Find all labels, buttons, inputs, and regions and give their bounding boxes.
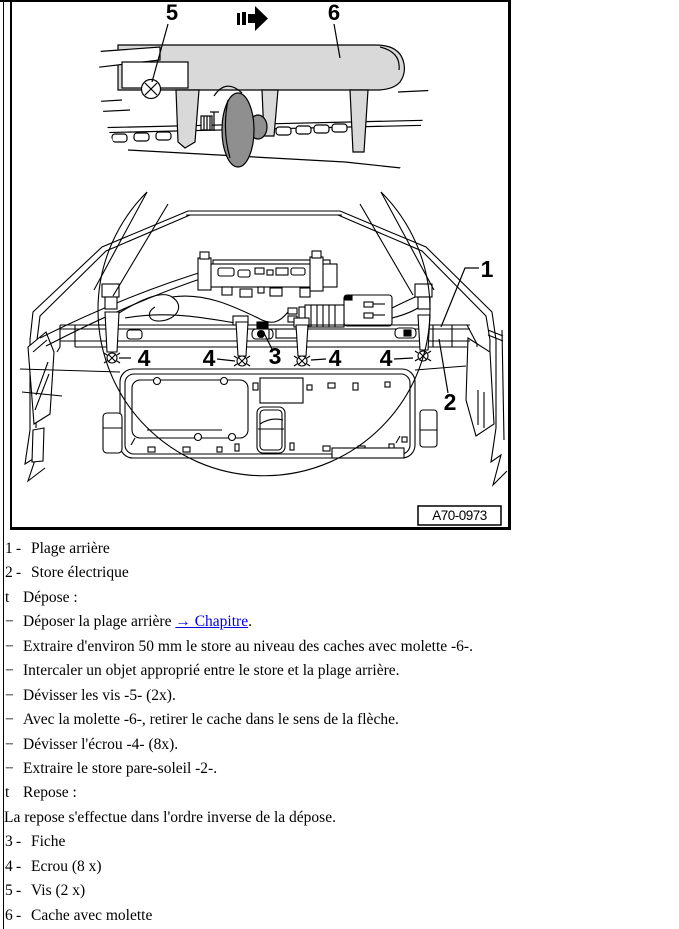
line-text: Avec la molette -6-, retirer le cache da… bbox=[23, 711, 399, 729]
line-dash: - bbox=[16, 564, 22, 582]
detail-circle bbox=[97, 191, 431, 477]
callout-5: 5 bbox=[166, 0, 178, 25]
callout-6: 6 bbox=[328, 0, 340, 25]
line-text: Intercaler un objet approprié entre le s… bbox=[23, 662, 400, 680]
text-line-plain: La repose s'effectue dans l'ordre invers… bbox=[0, 806, 679, 830]
text-line-legend: 4-Ecrou (8 x) bbox=[0, 855, 679, 879]
text-line-legend: 6-Cache avec molette bbox=[0, 904, 679, 928]
line-text: Extraire d'environ 50 mm le store au niv… bbox=[23, 637, 473, 655]
line-marker: t bbox=[5, 588, 10, 606]
line-dash: - bbox=[16, 540, 22, 557]
line-text: Plage arrière bbox=[31, 540, 110, 557]
line-marker: 2 bbox=[5, 564, 13, 582]
text-line-legend: 5-Vis (2 x) bbox=[0, 879, 679, 903]
line-dash: - bbox=[16, 833, 22, 851]
callout-4: 4 bbox=[203, 345, 216, 371]
line-marker: − bbox=[5, 613, 14, 631]
line-text: Ecrou (8 x) bbox=[31, 857, 102, 875]
text-line-step: −Dévisser les vis -5- (2x). bbox=[0, 684, 679, 708]
line-text: Repose : bbox=[23, 784, 77, 802]
line-text: Fiche bbox=[31, 833, 66, 851]
line-marker: − bbox=[5, 735, 14, 753]
callout-4: 4 bbox=[138, 345, 151, 371]
line-text: La repose s'effectue dans l'ordre invers… bbox=[4, 808, 336, 826]
callout-1: 1 bbox=[481, 256, 494, 282]
text-line-step: −Intercaler un objet approprié entre le … bbox=[0, 659, 679, 683]
line-text-pre: Déposer la plage arrière bbox=[23, 613, 176, 631]
line-marker: − bbox=[5, 686, 14, 704]
line-text: Store électrique bbox=[31, 564, 129, 582]
stud-brackets bbox=[101, 283, 433, 357]
figure-code-box: A70-0973 bbox=[417, 505, 502, 526]
page-border-line bbox=[3, 0, 4, 929]
detail-balloon bbox=[93, 191, 435, 477]
direction-arrow-icon bbox=[237, 6, 268, 31]
line-marker: − bbox=[5, 662, 14, 680]
line-text: Dépose : bbox=[23, 588, 78, 606]
figure-code: A70-0973 bbox=[432, 508, 487, 523]
line-text: Cache avec molette bbox=[31, 906, 153, 924]
text-line-step: −Extraire le store pare-soleil -2-. bbox=[0, 757, 679, 781]
nut-icon bbox=[233, 355, 251, 367]
line-text-post: . bbox=[248, 613, 252, 631]
line-text: Dévisser l'écrou -4- (8x). bbox=[23, 735, 179, 753]
text-line-sec: t Repose : bbox=[0, 781, 679, 805]
line-marker: 5 bbox=[5, 882, 13, 900]
blind-cassette bbox=[197, 250, 338, 298]
line-marker: 3 bbox=[5, 833, 13, 851]
text-line-legend: 3-Fiche bbox=[0, 830, 679, 854]
line-marker: − bbox=[5, 711, 14, 729]
plug-icon bbox=[256, 321, 269, 330]
line-dash: - bbox=[16, 857, 22, 875]
text-line-step: −Déposer la plage arrière → Chapitre. bbox=[0, 610, 679, 634]
line-marker: − bbox=[5, 637, 14, 655]
nut-icon bbox=[293, 355, 311, 367]
line-dash: - bbox=[16, 882, 22, 900]
text-line-legend: 1-Plage arrière bbox=[0, 537, 679, 561]
line-dash: - bbox=[16, 906, 22, 924]
chapter-link[interactable]: → Chapitre bbox=[175, 613, 249, 631]
text-line-sec: t Dépose : bbox=[0, 586, 679, 610]
text-line-step: −Avec la molette -6-, retirer le cache d… bbox=[0, 708, 679, 732]
line-text: Déposer la plage arrière → Chapitre. bbox=[0, 610, 252, 634]
text-line-step: −Extraire d'environ 50 mm le store au ni… bbox=[0, 635, 679, 659]
line-marker: 6 bbox=[5, 906, 13, 924]
text-line-step: −Dévisser l'écrou -4- (8x). bbox=[0, 733, 679, 757]
line-text: Vis (2 x) bbox=[31, 882, 86, 900]
technical-figure: 5 6 1 2 3 4 4 4 4 A70-0973 bbox=[19, 0, 508, 526]
car-rear-view bbox=[19, 210, 508, 487]
molette-icon bbox=[221, 92, 255, 168]
line-marker: t bbox=[5, 784, 10, 802]
shelf-panel bbox=[102, 368, 438, 459]
figure-frame-cap bbox=[0, 0, 11, 2]
line-marker: 1 bbox=[5, 540, 13, 557]
callout-4: 4 bbox=[380, 345, 393, 371]
detail-view bbox=[99, 44, 429, 171]
callout-4: 4 bbox=[329, 345, 342, 371]
line-text: Extraire le store pare-soleil -2-. bbox=[23, 759, 218, 777]
line-text: Dévisser les vis -5- (2x). bbox=[23, 686, 176, 704]
text-line-legend: 2-Store électrique bbox=[0, 561, 679, 585]
line-marker: − bbox=[5, 759, 14, 777]
line-marker: 4 bbox=[5, 857, 13, 875]
callout-2: 2 bbox=[444, 389, 457, 415]
cache-cover bbox=[117, 44, 406, 91]
callout-3: 3 bbox=[269, 343, 282, 369]
callout-leaders bbox=[119, 23, 479, 394]
